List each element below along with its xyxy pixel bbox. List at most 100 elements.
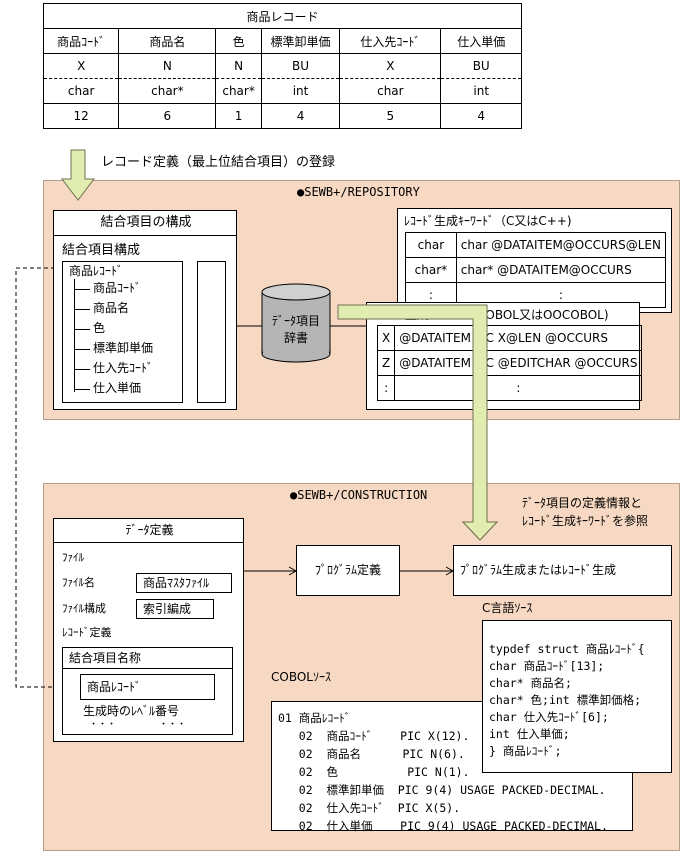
composition-tree: 商品ﾚｺｰﾄﾞ 商品ｺｰﾄﾞ 商品名色標準卸単価仕入先ｺｰﾄﾞ 仕入単価 <box>62 261 183 403</box>
program-generation-box: ﾌﾟﾛｸﾞﾗﾑ生成またはﾚｺｰﾄﾞ生成 <box>453 545 672 596</box>
tree-branch <box>74 389 90 390</box>
data-def-title: ﾃﾞｰﾀ定義 <box>125 523 174 537</box>
data-definition-box: ﾃﾞｰﾀ定義 ﾌｧｲﾙ ﾌｧｲﾙ名 商品ﾏｽﾀﾌｧｲﾙ ﾌｧｲﾙ構成 索引編成 … <box>53 518 244 742</box>
file-label: ﾌｧｲﾙ <box>62 551 84 564</box>
record-length-cell: 4 <box>260 103 341 129</box>
keyword-cell: char* <box>405 257 457 283</box>
keyword-row: Z@DATAITEM PIC @EDITCHAR @OCCURS <box>376 350 643 376</box>
tree-item: 色 <box>93 321 106 335</box>
keyword-cell: Z <box>376 350 396 376</box>
composition-subtitle: 結合項目構成 <box>62 243 141 258</box>
dots-2: ・・・ <box>159 720 187 730</box>
file-struct-field[interactable]: 索引編成 <box>136 599 214 619</box>
keyword-cell: @DATAITEM PIC @EDITCHAR @OCCURS <box>394 350 643 376</box>
record-length-cell: 4 <box>440 103 522 129</box>
tree-branch <box>74 349 90 350</box>
tree-branch <box>74 289 90 290</box>
c-source-line: char* 色;int 標準卸価格; <box>489 693 642 707</box>
level-label: 生成時のﾚﾍﾞﾙ番号 <box>83 704 180 718</box>
cobol-source-line: 02 商品ｺｰﾄﾞ PIC X(12). <box>278 729 470 743</box>
composition-title: 結合項目の構成 <box>100 215 192 230</box>
record-header-cell: 商品ｺｰﾄﾞ <box>42 28 120 54</box>
record-header-cell: 標準卸単価 <box>260 28 341 54</box>
keyword-cell: : <box>394 375 643 401</box>
record-type-cell: X <box>339 53 442 79</box>
record-ctype-cell: char <box>42 78 120 104</box>
keyword-cell: : <box>376 375 396 401</box>
record-type-cell: X <box>42 53 120 79</box>
c-source-box: typdef struct 商品ﾚｺｰﾄﾞ{ char 商品ｺｰﾄﾞ[13]; ch… <box>482 620 672 773</box>
record-header-cell: 仕入先ｺｰﾄﾞ <box>339 28 442 54</box>
composition-side-panel <box>197 261 226 403</box>
c-source-line: char 仕入先ｺｰﾄﾞ[6]; <box>489 710 609 724</box>
reference-note-2: ﾚｺｰﾄﾞ生成ｷｰﾜｰﾄﾞを参照 <box>522 514 649 528</box>
cobol-source-label: COBOLｿｰｽ <box>271 670 331 684</box>
tree-item: 商品ｺｰﾄﾞ <box>93 281 142 295</box>
record-length-cell: 12 <box>42 103 120 129</box>
cobol-source-line: 02 色 PIC N(1). <box>278 765 470 779</box>
tree-root: 商品ﾚｺｰﾄﾞ <box>69 264 124 278</box>
cobol-source-line: 02 仕入先ｺｰﾄﾞ PIC X(5). <box>278 801 461 815</box>
construction-label: ●SEWB+/CONSTRUCTION <box>290 488 428 502</box>
record-def-label: ﾚｺｰﾄﾞ定義 <box>62 626 112 639</box>
repository-label: ●SEWB+/REPOSITORY <box>297 185 420 199</box>
record-length-cell: 1 <box>215 103 262 129</box>
file-struct-label: ﾌｧｲﾙ構成 <box>62 602 106 615</box>
record-table-title: 商品レコード <box>43 3 522 29</box>
dictionary-label-1: ﾃﾞｰﾀ項目 <box>271 314 320 328</box>
file-name-field[interactable]: 商品ﾏｽﾀﾌｧｲﾙ <box>136 573 232 593</box>
dashed-link <box>15 267 72 688</box>
combined-item-field[interactable]: 商品ﾚｺｰﾄﾞ <box>80 674 215 700</box>
program-definition-box: ﾌﾟﾛｸﾞﾗﾑ定義 <box>296 545 400 596</box>
dots-1: ・・・ <box>89 720 117 730</box>
keyword-cell: @DATAITEM PIC X@LEN @OCCURS <box>394 325 643 351</box>
tree-branch <box>74 329 90 330</box>
c-source-line: typdef struct 商品ﾚｺｰﾄﾞ{ <box>489 642 645 656</box>
file-name-label: ﾌｧｲﾙ名 <box>62 576 95 589</box>
c-source-line: int 仕入単価; <box>489 727 570 741</box>
record-type-cell: BU <box>440 53 522 79</box>
record-header-cell: 色 <box>215 28 262 54</box>
reference-note-1: ﾃﾞｰﾀ項目の定義情報と <box>522 496 643 510</box>
keyword-row: :: <box>376 375 643 401</box>
record-length-cell: 6 <box>118 103 217 129</box>
combined-item-name-label: 結合項目名称 <box>69 651 142 665</box>
register-arrow <box>60 149 96 201</box>
cobol-source-line: 02 標準卸単価 PIC 9(4) USAGE PACKED-DECIMAL. <box>278 783 606 797</box>
file-struct-value: 索引編成 <box>143 602 192 616</box>
cobol-source-line: 02 仕入単価 PIC 9(4) USAGE PACKED-DECIMAL. <box>278 819 608 833</box>
record-ctype-cell: int <box>440 78 522 104</box>
c-source-line: char 商品ｺｰﾄﾞ[13]; <box>489 659 605 673</box>
cobol-source-line: 01 商品ﾚｺｰﾄﾞ <box>278 711 351 725</box>
c-source-line: } 商品ﾚｺｰﾄﾞ; <box>489 744 562 758</box>
record-ctype-cell: char* <box>215 78 262 104</box>
record-ctype-cell: char* <box>118 78 217 104</box>
record-ctype-cell: int <box>260 78 341 104</box>
tree-item: 仕入単価 <box>93 381 142 395</box>
record-def-box: 結合項目名称 商品ﾚｺｰﾄﾞ 生成時のﾚﾍﾞﾙ番号 ・・・ ・・・ <box>62 647 233 735</box>
record-header-cell: 仕入単価 <box>440 28 522 54</box>
tree-item: 商品名 <box>93 301 130 315</box>
file-name-value: 商品ﾏｽﾀﾌｧｲﾙ <box>143 576 210 590</box>
dictionary-label-2: 辞書 <box>283 331 308 345</box>
program-gen-label: ﾌﾟﾛｸﾞﾗﾑ生成またはﾚｺｰﾄﾞ生成 <box>460 563 617 577</box>
program-def-label: ﾌﾟﾛｸﾞﾗﾑ定義 <box>314 563 381 577</box>
tree-item: 仕入先ｺｰﾄﾞ <box>93 361 154 375</box>
register-label: レコード定義（最上位結合項目）の登録 <box>101 155 336 170</box>
c-source-line: char* 商品名; <box>489 676 572 690</box>
combined-item-value: 商品ﾚｺｰﾄﾞ <box>87 680 142 694</box>
record-type-cell: BU <box>260 53 341 79</box>
tree-item: 標準卸単価 <box>93 341 154 355</box>
composition-box: 結合項目の構成 結合項目構成 商品ﾚｺｰﾄﾞ 商品ｺｰﾄﾞ 商品名色標準卸単価仕入… <box>53 210 237 410</box>
record-length-cell: 5 <box>339 103 442 129</box>
tree-branch <box>74 369 90 370</box>
tree-branch <box>74 309 90 310</box>
keyword-row: X@DATAITEM PIC X@LEN @OCCURS <box>376 325 643 351</box>
c-source-label: C言語ｿｰｽ <box>482 601 533 615</box>
cobol-source-line: 02 商品名 PIC N(6). <box>278 747 465 761</box>
